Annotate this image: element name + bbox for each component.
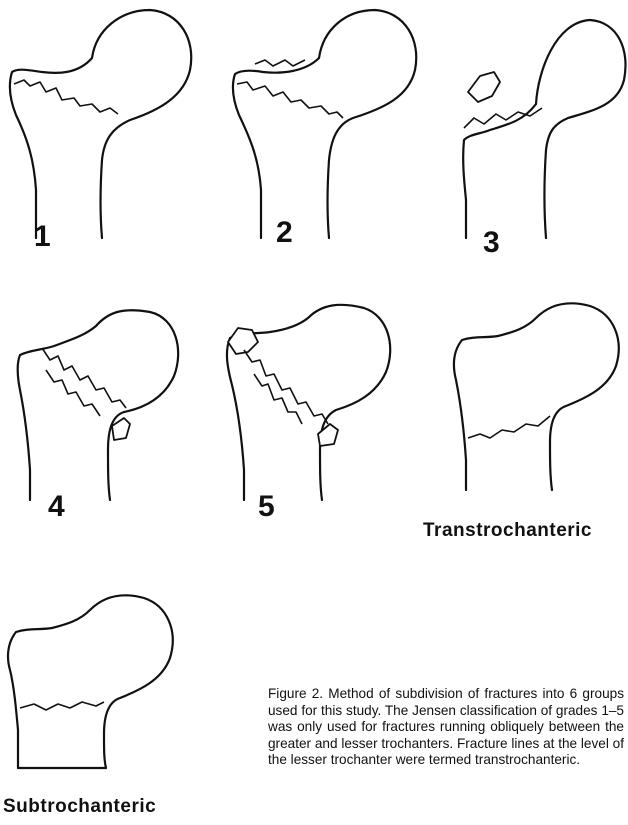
fracture-panel-4: 4: [0, 290, 200, 520]
panel-label-3: 3: [483, 228, 500, 258]
panel-label-5: 5: [258, 492, 275, 522]
femur-drawing-transtrochanteric: [440, 290, 628, 520]
fracture-panel-transtrochanteric: Transtrochanteric: [440, 290, 628, 520]
femur-drawing-3: [440, 0, 628, 240]
figure-caption: Figure 2. Method of subdivision of fract…: [268, 686, 624, 769]
femur-drawing-1: [0, 0, 200, 240]
fracture-panel-subtrochanteric: Subtrochanteric: [0, 590, 200, 790]
panel-label-subtrochanteric: Subtrochanteric: [3, 796, 156, 818]
femur-drawing-subtrochanteric: [0, 590, 200, 790]
fracture-panel-3: 3: [440, 0, 628, 240]
femur-drawing-5: [208, 290, 418, 520]
panel-label-2: 2: [276, 218, 293, 248]
panel-label-transtrochanteric: Transtrochanteric: [423, 520, 592, 542]
fracture-panel-5: 5: [208, 290, 418, 520]
fracture-panel-2: 2: [225, 0, 425, 240]
fracture-panel-1: 1: [0, 0, 200, 240]
femur-drawing-4: [0, 290, 200, 520]
panel-label-1: 1: [34, 222, 51, 252]
panel-label-4: 4: [48, 492, 65, 522]
femur-drawing-2: [225, 0, 425, 240]
